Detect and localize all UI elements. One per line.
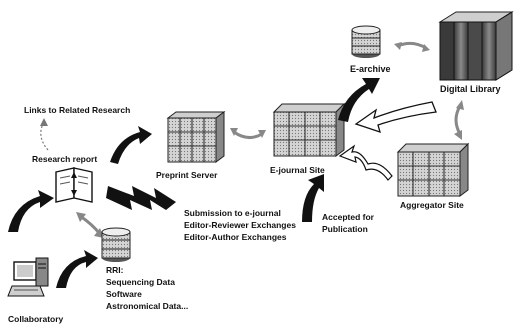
preprint-ejournal-exchange-arrow — [230, 128, 266, 139]
archive-library-exchange-arrow — [394, 41, 430, 52]
preprint-server-icon — [166, 111, 226, 163]
aggregator-site-label: Aggregator Site — [400, 200, 464, 210]
research-report-label: Research report — [32, 154, 97, 164]
report-rri-exchange-arrow — [76, 212, 104, 238]
submission-lightning-arrow — [106, 186, 176, 210]
rri-title: RRI: — [106, 265, 124, 275]
rri-line-1: Sequencing Data — [106, 277, 175, 287]
accepted-line-1: Accepted for — [322, 212, 375, 222]
ejournal-site-server-icon — [272, 102, 346, 157]
submission-line-3: Editor-Author Exchanges — [184, 232, 287, 242]
links-dashed-arrow — [40, 118, 49, 151]
report-to-preprint-arrow — [110, 126, 152, 164]
preprint-server-label: Preprint Server — [156, 170, 218, 180]
e-archive-disk-icon — [351, 25, 381, 58]
aggregator-to-ejournal-arrow — [338, 144, 393, 181]
rri-line-2: Software — [106, 289, 142, 299]
ejournal-site-label: E-journal Site — [270, 165, 325, 175]
e-archive-label: E-archive — [350, 64, 391, 74]
submission-line-2: Editor-Reviewer Exchanges — [184, 220, 296, 230]
accepted-line-2: Publication — [322, 224, 368, 234]
digital-library-books-icon — [438, 11, 514, 81]
links-related-research-label: Links to Related Research — [24, 105, 130, 115]
aggregator-site-server-icon — [396, 142, 470, 197]
collaboratory-to-report-arrow — [8, 190, 54, 232]
collaboratory-to-rri-arrow — [56, 250, 98, 288]
library-aggregator-exchange-arrow — [454, 100, 464, 140]
research-report-book-icon — [55, 167, 93, 203]
rri-line-3: Astronomical Data... — [106, 301, 188, 311]
digital-library-label: Digital Library — [440, 84, 501, 94]
ejournal-to-archive-arrow — [338, 78, 380, 122]
submission-line-1: Submission to e-journal — [184, 208, 281, 218]
collaboratory-computer-icon — [7, 257, 49, 297]
accepted-publication-arrow — [302, 174, 324, 222]
library-to-ejournal-arrow — [354, 101, 437, 134]
rri-disk-icon — [101, 227, 131, 262]
collaboratory-label: Collaboratory — [8, 314, 64, 324]
